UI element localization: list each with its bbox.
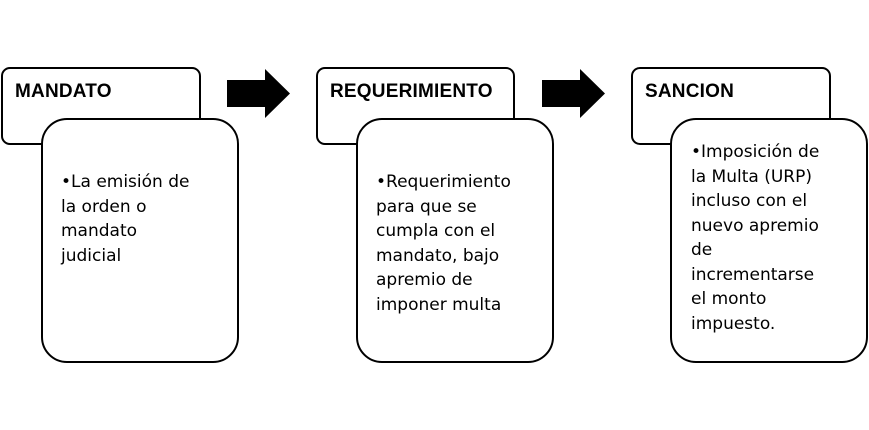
step-mandato-description: •La emisión de la orden o mandato judici…: [61, 172, 190, 266]
step-mandato-detail-box: [41, 118, 239, 363]
right-arrow-icon: [227, 69, 290, 118]
step-requerimiento-title: REQUERIMIENTO: [330, 81, 493, 102]
step-mandato-title: MANDATO: [15, 81, 112, 102]
step-sancion-detail-box: [670, 118, 868, 363]
step-requerimiento-detail-box: [356, 118, 554, 363]
right-arrow-icon: [542, 69, 605, 118]
step-sancion-description: •Imposición de la Multa (URP) incluso co…: [691, 142, 820, 334]
step-requerimiento-description: •Requerimiento para que se cumpla con el…: [376, 172, 511, 315]
step-sancion-title: SANCION: [645, 81, 735, 102]
